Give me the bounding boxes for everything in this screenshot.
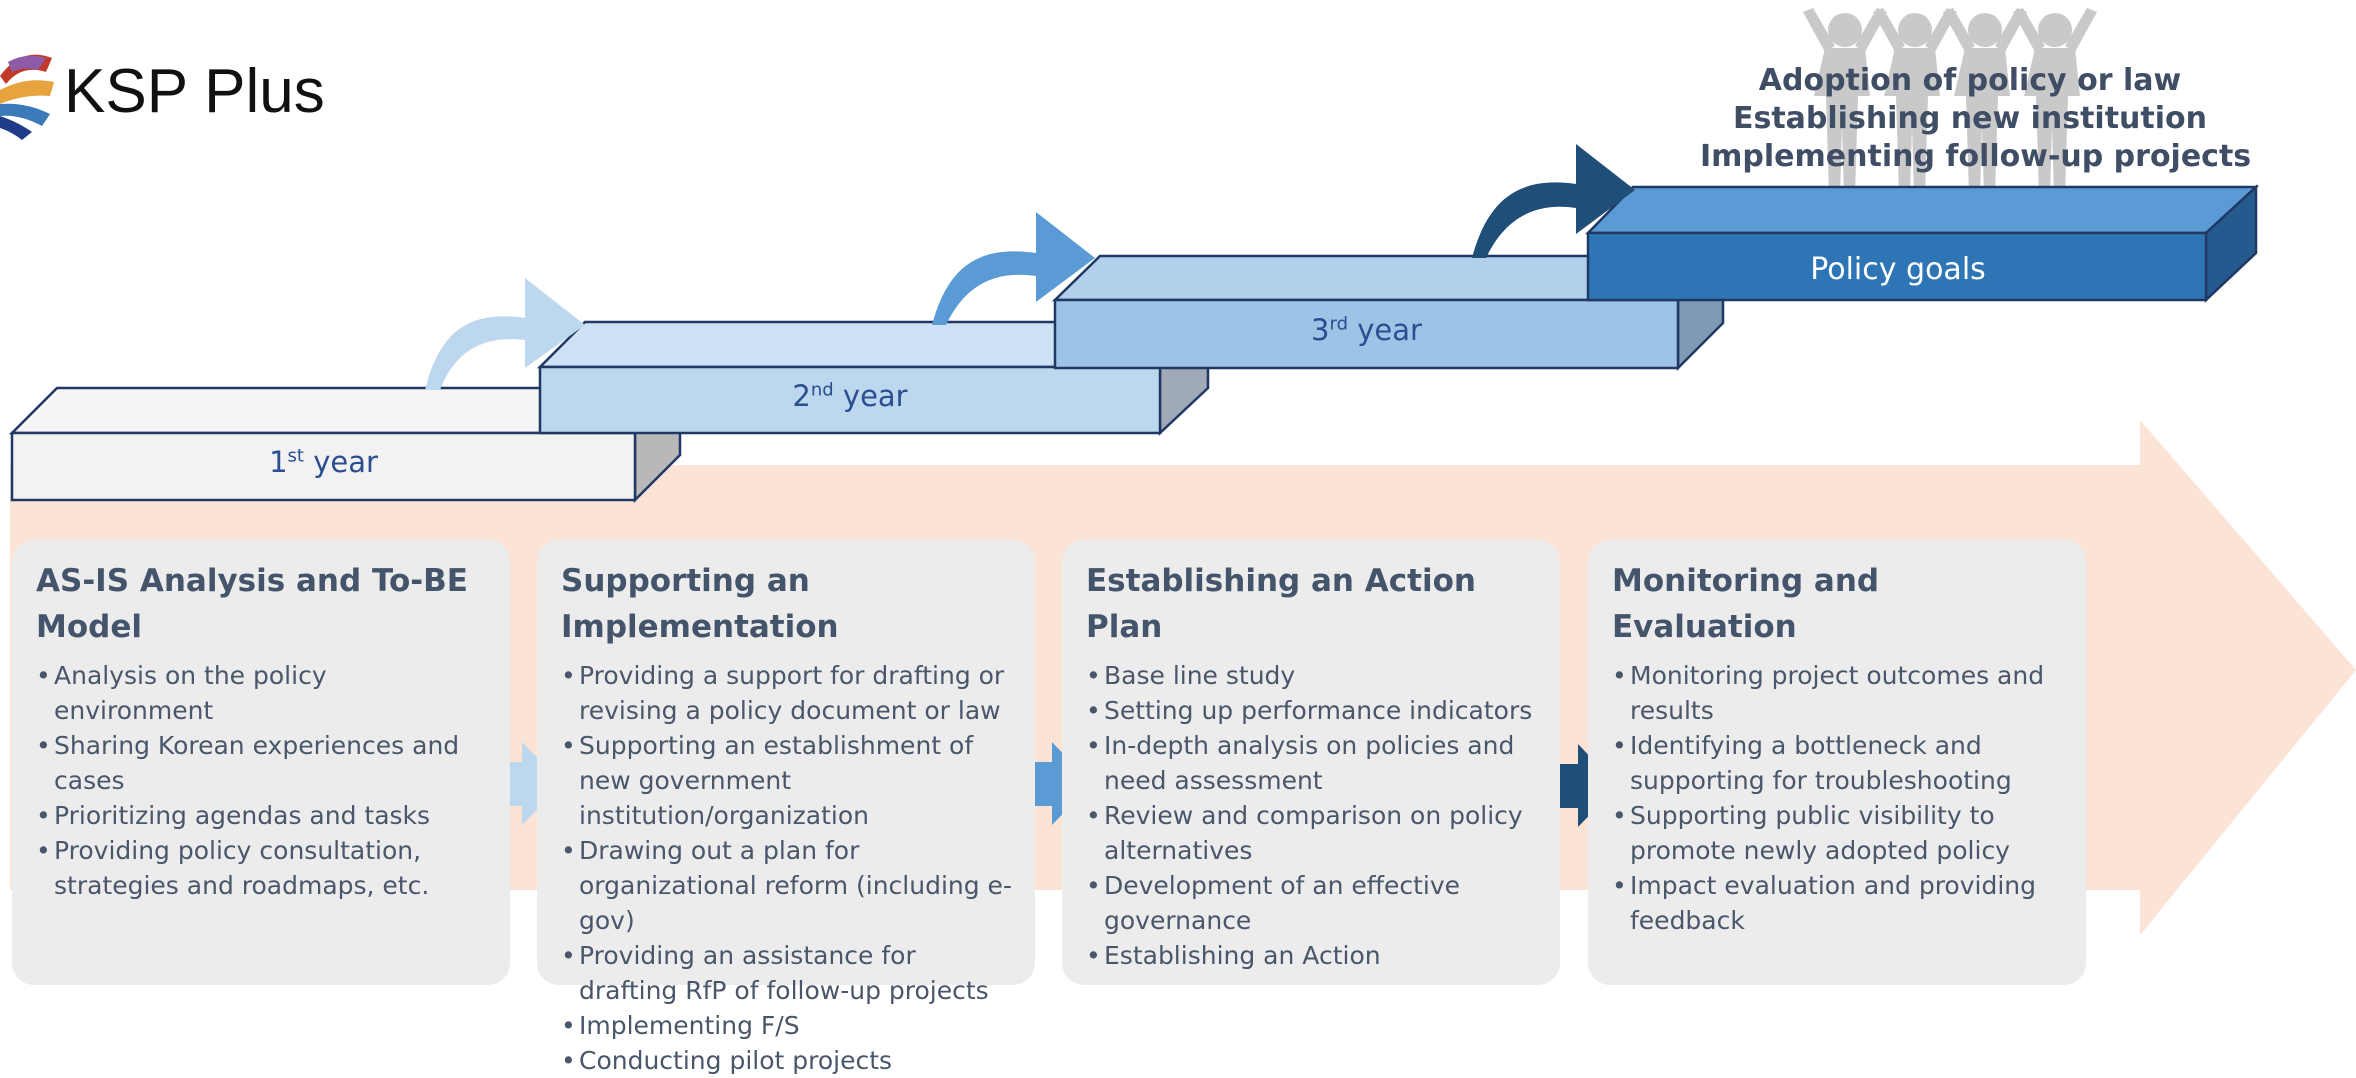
list-item: Conducting pilot projects [561,1043,1017,1078]
goal-item: Establishing new institution [1732,101,2208,136]
step-1-label: 1st year [269,445,378,479]
connector-arrow-3 [1548,744,1618,827]
list-item: In-depth analysis on policies and need a… [1086,728,1542,798]
list-item: Providing an assistance for drafting RfP… [561,938,1017,1008]
curved-arrow-1 [425,278,585,390]
step-2nd-year-block [536,319,1212,436]
card-supporting-implementation: Supporting an Implementation Providing a… [537,540,1035,1078]
list-item: Development of an effective governance [1086,868,1542,938]
card-title: AS-IS Analysis and To-BE Model [36,563,468,645]
list-item: Identifying a bottleneck and supporting … [1612,728,2068,798]
list-item: Base line study [1086,658,1542,693]
list-item: Review and comparison on policy alternat… [1086,798,1542,868]
people-icon [1803,8,2097,196]
card-as-is-analysis: AS-IS Analysis and To-BE Model Analysis … [12,540,510,985]
card-title: Monitoring and Evaluation [1612,563,1880,645]
curved-arrow-2 [932,212,1095,325]
policy-goals-block [1585,184,2260,303]
list-item: Drawing out a plan for organizational re… [561,833,1017,938]
connector-arrow-2 [1022,742,1092,825]
curved-arrow-3 [1472,144,1635,258]
step-1st-year-block [8,384,684,504]
list-item: Implementing F/S [561,1008,1017,1043]
card-monitoring-evaluation: Monitoring and Evaluation Monitoring pro… [1588,540,2086,985]
step-2-label: 2nd year [792,379,908,413]
list-item: Monitoring project outcomes and results [1612,658,2068,728]
list-item: Analysis on the policy environment [36,658,492,728]
card-list: Base line study Setting up performance i… [1086,658,1542,973]
list-item: Sharing Korean experiences and cases [36,728,492,798]
goal-item: Adoption of policy or law [1758,63,2182,98]
list-item: Establishing an Action [1086,938,1542,973]
card-title: Establishing an Action Plan [1086,563,1476,645]
logo-text: KSP Plus [64,57,325,126]
card-list: Providing a support for drafting or revi… [561,658,1017,1078]
list-item: Providing a support for drafting or revi… [561,658,1017,728]
list-item: Providing policy consultation, strategie… [36,833,492,903]
step-3-label: 3rd year [1311,313,1422,347]
card-list: Monitoring project outcomes and results … [1612,658,2068,938]
policy-goals-list: Adoption of policy or law Establishing n… [1700,62,2252,176]
policy-goals-label: Policy goals [1810,252,1986,287]
card-list: Analysis on the policy environment Shari… [36,658,492,903]
card-title: Supporting an Implementation [561,563,839,645]
card-action-plan: Establishing an Action Plan Base line st… [1062,540,1560,985]
goal-item: Implementing follow-up projects [1700,139,2252,174]
logo-icon [0,54,54,140]
list-item: Impact evaluation and providing feedback [1612,868,2068,938]
list-item: Supporting an establishment of new gover… [561,728,1017,833]
list-item: Setting up performance indicators [1086,693,1542,728]
list-item: Supporting public visibility to promote … [1612,798,2068,868]
list-item: Prioritizing agendas and tasks [36,798,492,833]
